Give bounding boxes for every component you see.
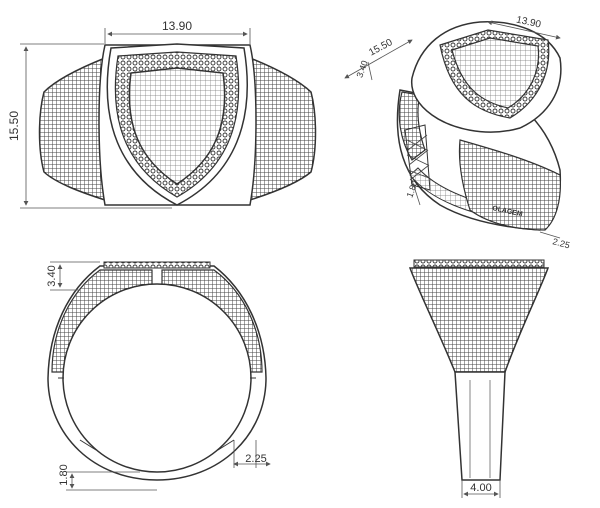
iso-dim-e-label: 2.25 (551, 236, 571, 250)
top-width-dimension: 13.90 (104, 19, 251, 44)
top-right-shoulder (249, 56, 317, 202)
front-view: 3.40 1.80 2.25 (46, 261, 271, 491)
side-shank (454, 371, 506, 481)
front-band-joint-left (79, 439, 97, 451)
side-top-pave (413, 259, 545, 268)
iso-shoulder-right (458, 139, 561, 231)
side-width-dimension: 4.00 (461, 480, 501, 498)
front-bottom-dimension: 1.80 (58, 464, 157, 491)
iso-dimension-b: 13.90 (487, 15, 561, 40)
iso-inner-lattice (404, 124, 431, 191)
iso-shield-inner (451, 37, 540, 109)
isometric-view: OLAGEM 15.50 13.90 3.40 1.80 2.25 (344, 15, 571, 250)
iso-dimension-d: 1.80 (404, 179, 421, 206)
top-view: 13.90 15.50 (7, 19, 317, 209)
front-side-dimension: 2.25 (233, 440, 271, 468)
iso-dim-b-label: 13.90 (515, 15, 542, 31)
top-width-label: 13.90 (162, 19, 192, 33)
front-inner-circle (62, 283, 252, 473)
front-top-dimension: 3.40 (46, 261, 100, 291)
front-top-pave (103, 261, 211, 269)
side-width-label: 4.00 (470, 482, 491, 494)
iso-shoulder-left (398, 91, 426, 161)
front-bottom-label: 1.80 (58, 464, 70, 485)
side-view: 4.00 (408, 259, 550, 498)
iso-lattice-lines (406, 134, 430, 181)
iso-dim-c-label: 3.40 (354, 59, 369, 79)
front-band-joint-right (217, 439, 235, 451)
front-side-label: 2.25 (245, 453, 266, 465)
top-height-dimension: 15.50 (7, 43, 172, 209)
side-head-body (408, 267, 550, 373)
iso-dimension-c: 3.40 (354, 59, 373, 81)
iso-dim-a-label: 15.50 (367, 37, 395, 59)
iso-dim-d-label: 1.80 (404, 179, 419, 199)
iso-dimension-e: 2.25 (539, 231, 571, 250)
top-left-shoulder (38, 56, 106, 202)
front-top-label: 3.40 (46, 265, 58, 286)
top-height-label: 15.50 (7, 111, 21, 141)
top-shield-inner (128, 67, 226, 185)
